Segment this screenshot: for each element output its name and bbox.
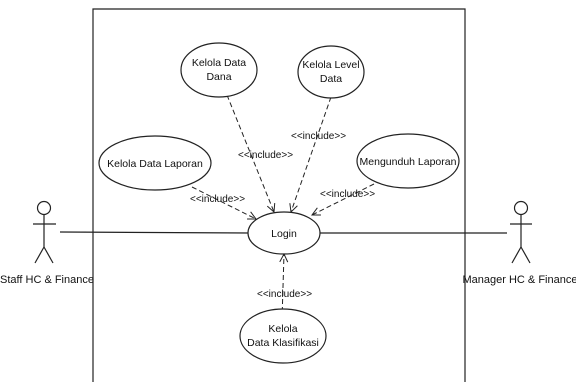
use-case-login[interactable]: Login (247, 211, 321, 255)
use-case-kelola-data-klasifikasi-line-1: Kelola (268, 323, 297, 335)
include-arrow-level (291, 96, 332, 212)
system-boundary (92, 8, 466, 382)
use-case-kelola-data-laporan[interactable]: Kelola Data Laporan (98, 135, 212, 191)
actor-manager[interactable] (510, 200, 532, 264)
actor-staff-head (36, 200, 52, 216)
use-case-mengunduh-laporan-label: Mengunduh Laporan (360, 156, 457, 168)
include-arrow-unduh (312, 183, 375, 215)
use-case-login-label: Login (271, 228, 297, 240)
use-case-kelola-data-dana[interactable]: Kelola Data Dana (180, 42, 258, 98)
actor-staff[interactable] (33, 200, 56, 264)
include-label-dana: <<include>> (238, 150, 293, 161)
use-case-kelola-level-data[interactable]: Kelola Level Data (297, 45, 365, 99)
use-case-kelola-data-dana-line-1: Kelola Data (192, 57, 246, 69)
use-case-kelola-data-klasifikasi-line-2: Data Klasifikasi (247, 337, 319, 349)
actor-staff-name: Staff HC & Finance (0, 274, 94, 286)
include-arrow-dana (226, 94, 274, 212)
use-case-kelola-data-klasifikasi[interactable]: Kelola Data Klasifikasi (239, 308, 327, 364)
use-case-kelola-data-laporan-label: Kelola Data Laporan (107, 158, 203, 170)
actor-manager-name: Manager HC & Finance (463, 274, 576, 286)
include-label-klasifikasi: <<include>> (257, 289, 312, 300)
include-label-laporan: <<include>> (190, 194, 245, 205)
use-case-mengunduh-laporan[interactable]: Mengunduh Laporan (356, 133, 460, 189)
include-label-level: <<include>> (291, 131, 346, 142)
association-staff-login (59, 231, 251, 234)
use-case-kelola-data-dana-line-2: Dana (206, 71, 231, 83)
include-arrow-laporan (191, 186, 256, 219)
use-case-kelola-level-data-line-1: Kelola Level (302, 59, 359, 71)
include-label-unduh: <<include>> (320, 189, 375, 200)
actor-manager-head (513, 200, 529, 216)
use-case-kelola-level-data-line-2: Data (320, 73, 342, 85)
